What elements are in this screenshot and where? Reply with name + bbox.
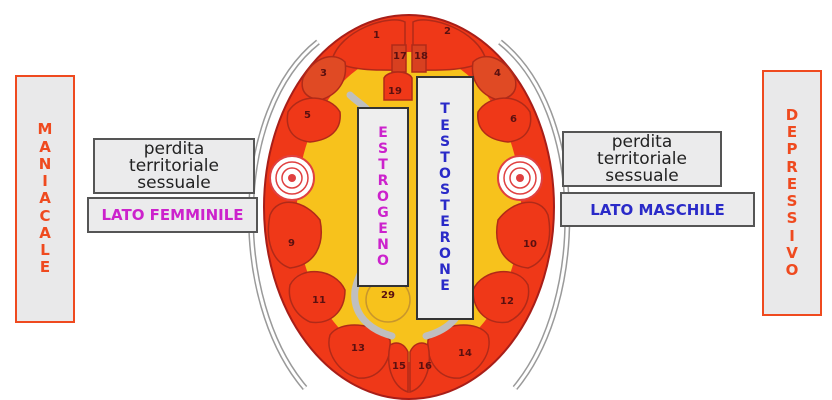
region-number: 3 xyxy=(320,68,327,79)
left-target-icon xyxy=(269,155,315,201)
lobe-15 xyxy=(388,342,409,394)
region-numbers: 1 2 3 4 5 6 9 10 11 12 13 14 15 16 17 18… xyxy=(288,26,537,372)
testosterone-letter: N xyxy=(439,262,451,279)
lobe-16 xyxy=(409,342,430,394)
lobe-6 xyxy=(477,97,532,143)
estrogeno-letter: O xyxy=(377,253,389,270)
region-number: 18 xyxy=(414,51,428,62)
lato-femminile-label: LATO FEMMINILE xyxy=(87,197,258,233)
depressivo-letter: V xyxy=(786,243,798,262)
testosterone-letter: R xyxy=(439,230,451,247)
estrogeno-letter: E xyxy=(378,124,388,141)
maniacale-letter: A xyxy=(39,189,51,208)
testosterone-letter: S xyxy=(439,181,451,198)
depressivo-letter: O xyxy=(785,261,799,279)
testosterone-letter: O xyxy=(439,246,451,263)
region-number: 2 xyxy=(444,26,451,37)
region-number: 14 xyxy=(458,348,472,359)
lato-maschile-label: LATO MASCHILE xyxy=(560,192,755,227)
right-territorial-line: perdita xyxy=(611,131,673,152)
lobe-2 xyxy=(412,19,487,71)
left-territorial-box: perdita territoriale sessuale xyxy=(93,138,255,194)
region-number: 4 xyxy=(494,68,501,79)
lato-femminile-text: LATO FEMMINILE xyxy=(101,206,244,224)
region-number: 9 xyxy=(288,238,295,249)
right-territorial-line: territoriale xyxy=(597,148,687,169)
maniacale-letter: A xyxy=(39,137,51,156)
region-number: 19 xyxy=(388,86,402,97)
maniacale-letter: C xyxy=(39,206,51,225)
estrogeno-letter: R xyxy=(377,172,389,189)
maniacale-letter: A xyxy=(39,223,51,242)
lato-maschile-text: LATO MASCHILE xyxy=(590,200,725,219)
lobe-11 xyxy=(288,271,346,324)
maniacale-letter: L xyxy=(40,241,50,260)
estrogeno-letter: T xyxy=(378,156,388,173)
depressivo-letter: D xyxy=(785,105,799,124)
region-number: 10 xyxy=(523,239,537,250)
estrogeno-letter: N xyxy=(377,237,389,254)
lobe-19 xyxy=(383,71,413,101)
region-number: 16 xyxy=(418,361,432,372)
region-number: 6 xyxy=(510,114,517,125)
right-target-icon xyxy=(497,155,543,201)
testosterone-letter: T xyxy=(440,101,450,118)
lobes xyxy=(267,19,551,394)
testosterone-letter: E xyxy=(440,214,450,231)
maniacale-letter: N xyxy=(38,154,52,173)
depressivo-letter: S xyxy=(786,209,798,228)
region-number: 29 xyxy=(381,290,395,301)
lobe-5 xyxy=(286,97,341,143)
testosterone-letter: E xyxy=(440,117,450,134)
right-territorial-text: perdita territoriale sessuale xyxy=(597,131,687,186)
testosterone-letter: S xyxy=(439,133,451,150)
estrogeno-letter: O xyxy=(377,188,389,205)
left-territorial-line: sessuale xyxy=(137,172,211,193)
estrogeno-letter: E xyxy=(378,221,388,238)
maniacale-letter: E xyxy=(39,258,51,277)
depressivo-letter: R xyxy=(786,157,798,176)
lobe-4 xyxy=(471,55,517,101)
left-territorial-line: perdita xyxy=(143,138,205,159)
left-territorial-line: territoriale xyxy=(129,155,219,176)
depressivo-letter: I xyxy=(789,226,795,245)
estrogeno-letter: S xyxy=(377,140,389,157)
right-territorial-box: perdita territoriale sessuale xyxy=(562,131,722,187)
lobe-18 xyxy=(411,44,427,73)
left-territorial-text: perdita territoriale sessuale xyxy=(129,138,219,193)
depressivo-letter: S xyxy=(786,192,798,210)
region-number: 5 xyxy=(304,110,311,121)
testosterone-letter: E xyxy=(440,278,450,295)
lobe-10 xyxy=(496,201,551,269)
region-number: 11 xyxy=(312,295,326,306)
lobe-14 xyxy=(427,324,490,379)
region-number: 12 xyxy=(500,296,514,307)
right-territorial-line: sessuale xyxy=(605,165,679,186)
lobe-3 xyxy=(301,55,347,101)
region-number: 13 xyxy=(351,343,365,354)
estrogeno-letter: G xyxy=(377,205,389,222)
region-number: 17 xyxy=(393,51,407,62)
lobe-13 xyxy=(328,324,391,379)
depressivo-letter: E xyxy=(786,123,798,141)
testosterone-letter: T xyxy=(440,149,450,166)
region-number: 1 xyxy=(373,30,380,41)
lobe-17 xyxy=(391,44,407,73)
lobe-12 xyxy=(472,271,530,324)
testosterone-letter: O xyxy=(439,165,451,182)
depressivo-letter: P xyxy=(786,140,798,159)
testosterone-letter: T xyxy=(440,198,450,214)
lobe-1 xyxy=(331,19,406,71)
lobe-9 xyxy=(267,201,322,269)
maniacale-letter: I xyxy=(42,172,48,191)
region-number: 15 xyxy=(392,361,406,372)
maniacale-letter: M xyxy=(37,120,53,139)
depressivo-letter: E xyxy=(786,174,798,193)
